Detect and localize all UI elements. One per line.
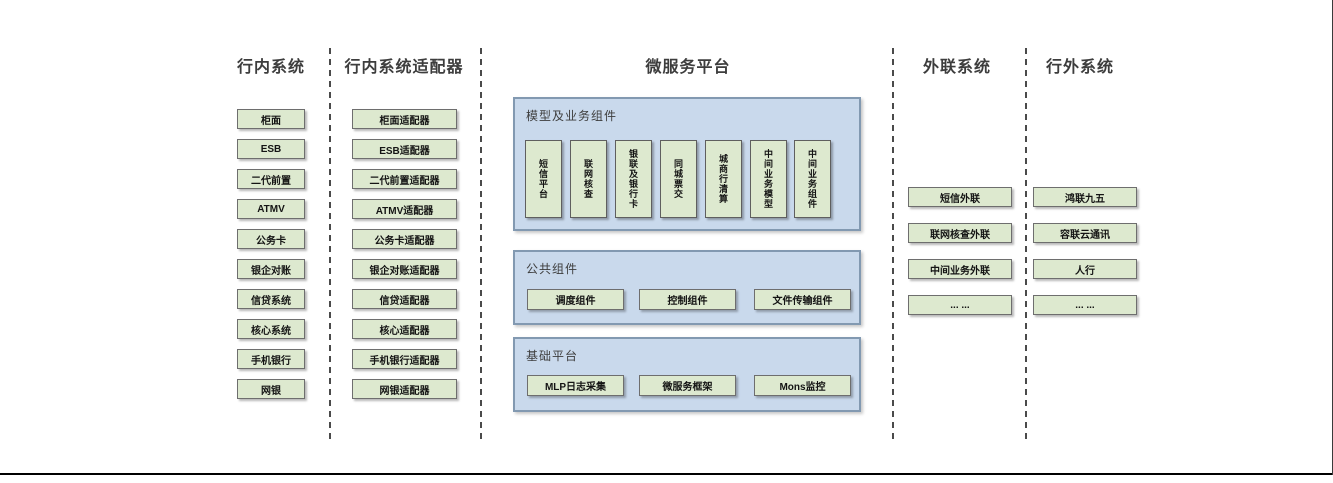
header-microservice-platform: 微服务平台	[645, 59, 731, 76]
public-component-box: 调度组件	[527, 289, 624, 310]
internal-system-box: 网银	[237, 379, 305, 399]
column-divider	[329, 48, 331, 442]
internal-system-box: 核心系统	[237, 319, 305, 339]
public-component-box: 控制组件	[639, 289, 736, 310]
model-component-box: 中间业务模型	[750, 140, 787, 218]
outside-system-box: ... ...	[1033, 295, 1137, 315]
internal-system-box: 银企对账	[237, 259, 305, 279]
internal-system-box: ATMV	[237, 199, 305, 219]
header-external-link-systems: 外联系统	[922, 59, 991, 76]
internal-system-box: 手机银行	[237, 349, 305, 369]
base-platform-container: 基础平台 MLP日志采集 微服务框架 Mons监控	[513, 337, 861, 412]
adapter-box: ATMV适配器	[352, 199, 457, 219]
model-business-components-container: 模型及业务组件 短信平台 联网核查 银联及银行卡 同城票交 城商行清算 中间业务…	[513, 97, 861, 231]
external-link-box: 中间业务外联	[908, 259, 1012, 279]
header-internal-adapters: 行内系统适配器	[344, 59, 464, 76]
model-component-box: 联网核查	[570, 140, 607, 218]
section-label: 公共组件	[526, 262, 579, 276]
external-link-box: 联网核查外联	[908, 223, 1012, 243]
adapter-box: ESB适配器	[352, 139, 457, 159]
model-component-box: 同城票交	[660, 140, 697, 218]
external-link-box: ... ...	[908, 295, 1012, 315]
internal-system-box: 公务卡	[237, 229, 305, 249]
model-component-box: 短信平台	[525, 140, 562, 218]
adapter-box: 柜面适配器	[352, 109, 457, 129]
header-outside-systems: 行外系统	[1045, 59, 1114, 76]
public-component-box: 文件传输组件	[754, 289, 851, 310]
adapter-box: 信贷适配器	[352, 289, 457, 309]
base-platform-box: 微服务框架	[639, 375, 736, 396]
adapter-box: 银企对账适配器	[352, 259, 457, 279]
column-divider	[480, 48, 482, 442]
model-component-box: 城商行清算	[705, 140, 742, 218]
outside-system-box: 容联云通讯	[1033, 223, 1137, 243]
public-components-container: 公共组件 调度组件 控制组件 文件传输组件	[513, 250, 861, 325]
header-internal-systems: 行内系统	[236, 59, 305, 76]
base-platform-box: Mons监控	[754, 375, 851, 396]
external-link-box: 短信外联	[908, 187, 1012, 207]
internal-system-box: 二代前置	[237, 169, 305, 189]
outside-system-box: 鸿联九五	[1033, 187, 1137, 207]
column-divider	[1025, 48, 1027, 442]
model-component-box: 中间业务组件	[794, 140, 831, 218]
adapter-box: 手机银行适配器	[352, 349, 457, 369]
base-platform-box: MLP日志采集	[527, 375, 624, 396]
column-divider	[892, 48, 894, 442]
bottom-frame-line	[0, 473, 1333, 475]
outside-system-box: 人行	[1033, 259, 1137, 279]
section-label: 基础平台	[526, 349, 579, 363]
internal-system-box: 柜面	[237, 109, 305, 129]
model-component-box: 银联及银行卡	[615, 140, 652, 218]
adapter-box: 公务卡适配器	[352, 229, 457, 249]
adapter-box: 网银适配器	[352, 379, 457, 399]
adapter-box: 二代前置适配器	[352, 169, 457, 189]
section-label: 模型及业务组件	[526, 109, 618, 123]
adapter-box: 核心适配器	[352, 319, 457, 339]
internal-system-box: 信贷系统	[237, 289, 305, 309]
internal-system-box: ESB	[237, 139, 305, 159]
